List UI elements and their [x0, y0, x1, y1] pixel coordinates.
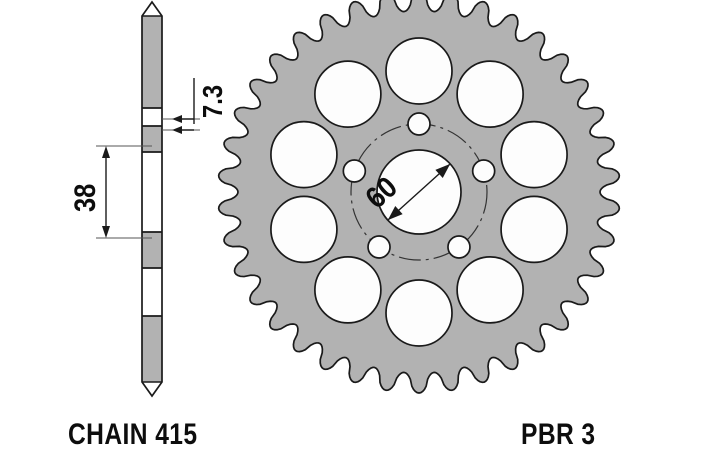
lightening-hole: [314, 256, 382, 324]
sprocket-face-view: [217, 0, 621, 394]
side-view-band: [142, 268, 162, 316]
bolt-hole: [342, 159, 367, 183]
bolt-hole: [471, 159, 496, 183]
lightening-hole: [314, 60, 382, 128]
bolt-hole: [367, 235, 391, 259]
part-number-caption: PBR 3: [521, 418, 596, 451]
side-profile-view: [141, 0, 163, 398]
lightening-hole: [456, 256, 524, 324]
chain-caption: CHAIN 415: [68, 418, 198, 451]
side-view-band: [142, 16, 162, 108]
side-view-band: [142, 108, 162, 126]
lightening-hole: [456, 60, 524, 128]
side-view-outline: [141, 0, 163, 398]
dimension-38: [96, 145, 152, 239]
lightening-hole: [500, 120, 568, 189]
lightening-hole: [500, 195, 568, 264]
side-view-band: [142, 126, 162, 152]
dimension-label-38: 38: [68, 184, 101, 212]
side-view-band: [142, 152, 162, 232]
dimension-60: [387, 163, 451, 221]
side-view-band: [142, 232, 162, 268]
bolt-hole: [447, 235, 471, 259]
dimension-7point3: [162, 78, 200, 134]
bolt-hole: [407, 112, 431, 136]
side-view-band: [142, 316, 162, 382]
lightening-hole: [385, 279, 453, 347]
lightening-hole: [270, 195, 338, 264]
dimension-label-7point3: 7.3: [196, 85, 228, 118]
lightening-hole: [270, 120, 338, 189]
lightening-hole: [385, 37, 453, 105]
